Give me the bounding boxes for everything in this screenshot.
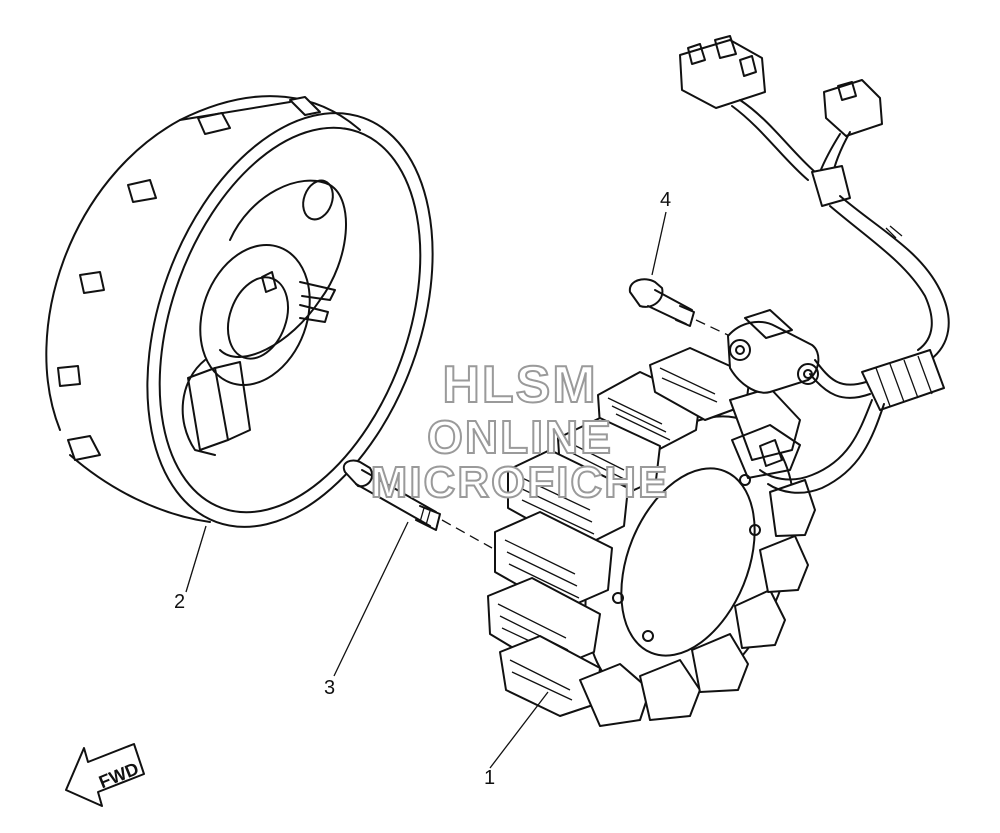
bolt-part-3 — [342, 459, 493, 549]
leader-line-3 — [333, 521, 409, 677]
callout-1: 1 — [484, 767, 495, 789]
watermark-line-2: ONLINE — [426, 410, 613, 464]
flywheel-rotor — [45, 95, 434, 528]
stator-poles — [487, 347, 816, 727]
stator-coil-part-1 — [487, 347, 816, 727]
leader-line-1 — [489, 691, 549, 769]
leader-line-2 — [185, 525, 207, 593]
fwd-direction-arrow: FWD — [65, 743, 145, 807]
leader-line-4 — [651, 211, 667, 276]
callout-4: 4 — [660, 189, 671, 211]
wire-harness — [679, 35, 950, 494]
callout-2: 2 — [174, 591, 185, 613]
watermark-line-1: HLSM — [441, 355, 598, 415]
watermark-line-3: MICROFICHE — [370, 457, 670, 508]
callout-3: 3 — [324, 677, 335, 699]
screw-part-4 — [628, 278, 731, 337]
